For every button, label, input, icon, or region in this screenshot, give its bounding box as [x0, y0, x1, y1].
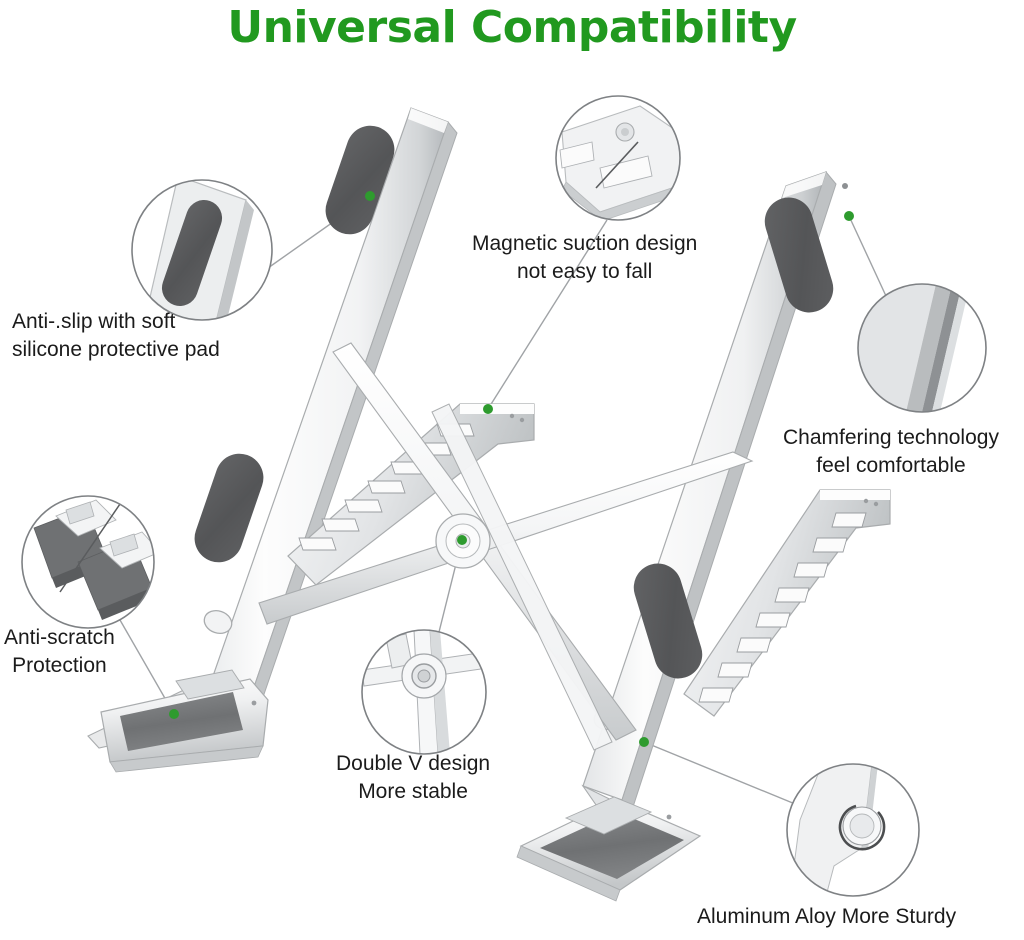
callout-label-anti-scratch: Anti-scratch Protection — [4, 626, 115, 677]
marker-dot-aluminum — [639, 737, 649, 747]
leader-line-aluminum — [643, 741, 801, 807]
callout-label-magnetic: Magnetic suction design not easy to fall — [472, 232, 698, 283]
callout-circle-magnetic — [555, 95, 681, 221]
callout-circle-anti-slip — [131, 179, 273, 321]
silicone-pad-lower-right — [633, 563, 703, 679]
leader-line-magnetic — [487, 219, 608, 410]
right-base-foot — [516, 784, 702, 902]
anti-scratch-pad-right — [540, 812, 684, 879]
anti-scratch-pad-left — [120, 692, 243, 751]
marker-dot-anti-scratch — [169, 709, 179, 719]
right-height-rail — [683, 489, 891, 717]
left-base-foot — [87, 669, 269, 773]
silicone-pad-upper-left — [325, 125, 395, 235]
laptop-stand-body — [87, 107, 891, 902]
callout-label-anti-slip: Anti-.slip with soft silicone protective… — [12, 310, 220, 361]
page-title: Universal Compatibility — [227, 2, 797, 53]
silicone-pad-upper-right — [764, 197, 834, 313]
thumb-hole-left — [203, 609, 233, 635]
marker-dot-magnetic — [483, 404, 493, 414]
support-bar-v-left — [431, 403, 613, 751]
right-rail-notches — [698, 512, 867, 703]
magnet-dot-right — [842, 183, 848, 189]
marker-dot-chamfer — [844, 211, 854, 221]
marker-dots — [169, 191, 854, 747]
marker-dot-anti-slip — [365, 191, 375, 201]
callout-circle-double-v — [361, 629, 487, 755]
callout-circle-aluminum — [786, 763, 920, 897]
silicone-pad-lower-left — [194, 453, 264, 563]
marker-dot-double-v — [457, 535, 467, 545]
callout-circle-chamfer — [857, 283, 987, 413]
leader-lines — [119, 195, 887, 807]
callout-label-aluminum-alloy: Aluminum Aloy More Sturdy — [697, 905, 957, 928]
callout-circle-anti-scratch — [21, 495, 155, 629]
callout-label-double-v: Double V design More stable — [336, 752, 491, 803]
callout-label-chamfering: Chamfering technology feel comfortable — [783, 426, 999, 477]
leader-line-chamfer — [848, 215, 887, 297]
